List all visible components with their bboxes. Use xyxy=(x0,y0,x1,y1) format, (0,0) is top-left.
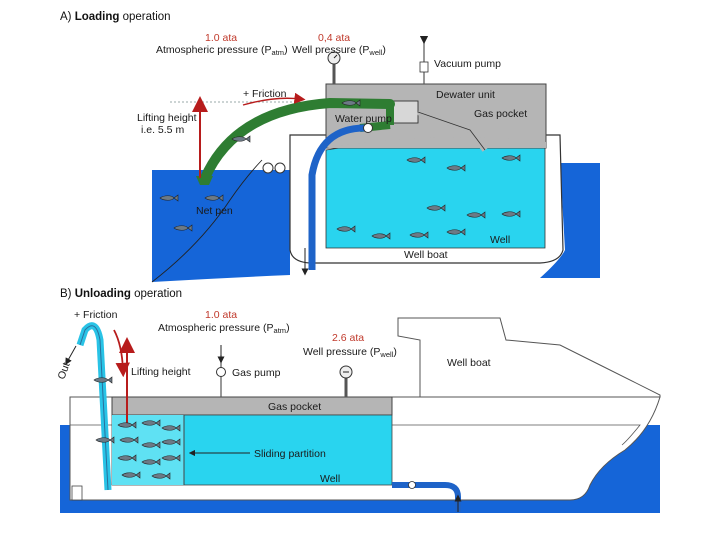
friction-arrow-b xyxy=(113,329,130,378)
dewater-outlet-outline xyxy=(417,111,486,151)
net-pen-water xyxy=(152,170,290,282)
gas-pocket-box-a xyxy=(325,83,547,149)
gas-pump-label: Gas pump xyxy=(232,367,281,379)
well-label-b: Well xyxy=(320,473,340,485)
lifting-pipe-outline-b xyxy=(79,325,109,491)
panel-b: B) Unloading operation xyxy=(56,288,661,513)
net-pen-net xyxy=(151,159,263,283)
lifting-height-label-b: Lifting height xyxy=(131,366,191,378)
sliding-partition-label: Sliding partition xyxy=(254,448,326,460)
gas-water-surface-a xyxy=(326,137,546,148)
gas-pocket-label-b: Gas pocket xyxy=(268,401,321,413)
water-pump-label: Water pump xyxy=(335,113,392,125)
superstructure-b xyxy=(397,317,661,398)
well-label-a: Well xyxy=(490,234,510,246)
waterline-b xyxy=(70,424,641,446)
friction-arrow-a xyxy=(242,92,306,106)
gas-pocket-box-b xyxy=(111,396,393,416)
lifting-height-label-a: Lifting height xyxy=(137,112,197,124)
lifting-height-value-a: i.e. 5.5 m xyxy=(141,124,184,136)
friction-label-a: + Friction xyxy=(243,88,287,100)
atm-pressure-label-b: Atmospheric pressure (Patm) xyxy=(158,322,290,335)
blue-pipe-a xyxy=(308,124,366,270)
dewater-unit-label: Dewater unit xyxy=(436,89,495,101)
gas-pump-icon xyxy=(216,367,226,377)
gas-pocket-label-a: Gas pocket xyxy=(474,108,527,120)
well-pressure-label-a: Well pressure (Pwell) xyxy=(292,44,386,57)
net-pen-label: Net pen xyxy=(196,205,233,217)
friction-label-b: + Friction xyxy=(74,309,118,321)
fish-icon xyxy=(93,376,113,384)
panel-b-title: B) Unloading operation xyxy=(60,288,182,300)
atm-pressure-value-b: 1.0 ata xyxy=(205,309,237,321)
well-pressure-label-b: Well pressure (Pwell) xyxy=(303,346,397,359)
atm-pressure-label-a: Atmospheric pressure (Patm) xyxy=(156,44,288,57)
panel-a-title: A) Loading operation xyxy=(60,11,171,23)
panel-a: A) Loading operation xyxy=(60,11,600,283)
well-pressure-value-b: 2.6 ata xyxy=(332,332,364,344)
pump-valve-icon-b xyxy=(408,481,416,489)
well-pressure-value-a: 0,4 ata xyxy=(318,32,350,44)
out-label: Out xyxy=(56,361,73,381)
vacuum-pump-icon xyxy=(419,61,429,73)
well-boat-label-b: Well boat xyxy=(447,357,491,369)
vacuum-pump-label: Vacuum pump xyxy=(434,58,501,70)
well-boat-label-a: Well boat xyxy=(404,249,448,261)
atm-pressure-value-a: 1.0 ata xyxy=(205,32,237,44)
keel-block-b xyxy=(71,485,83,501)
water-pump-icon xyxy=(363,123,373,133)
float-left-icon xyxy=(262,162,274,174)
out-arrow xyxy=(65,345,77,366)
green-pipe xyxy=(200,97,395,183)
green-pipe-intake xyxy=(196,176,213,185)
gauge-needle-a xyxy=(333,54,338,59)
float-right-icon xyxy=(274,162,286,174)
sea-right-a xyxy=(540,163,600,278)
